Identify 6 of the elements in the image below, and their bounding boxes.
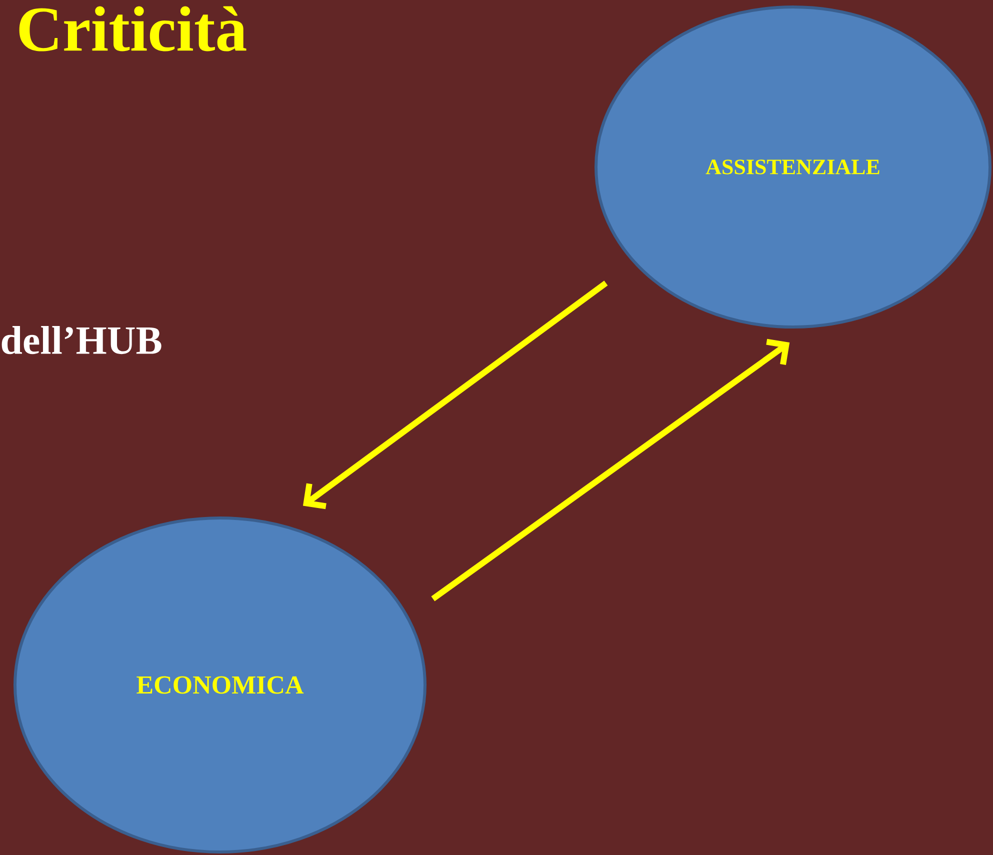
text-label: dell’HUB — [2, 326, 162, 354]
arrow — [431, 338, 790, 602]
arrow — [302, 280, 608, 510]
ellipse-node: ASSISTENZIALE — [594, 6, 992, 328]
ellipse-node: ECONOMICA — [14, 516, 426, 854]
title: Criticità — [19, 6, 246, 52]
